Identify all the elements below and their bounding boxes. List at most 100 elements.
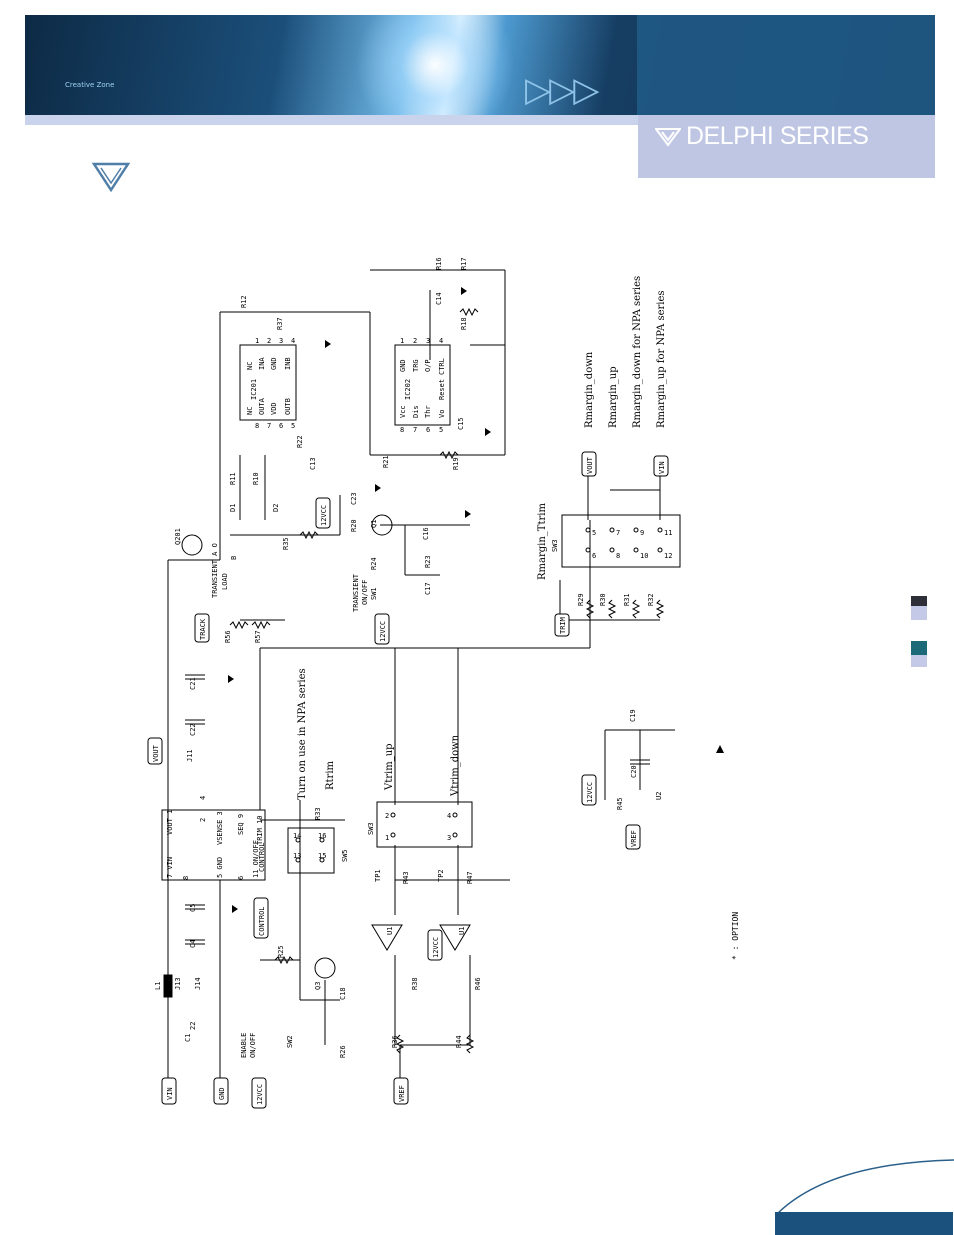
nums-left-2-label: 6	[426, 426, 430, 434]
module-trim-pin: TRIM 10	[256, 815, 264, 845]
nums-left-3-label: 5	[439, 426, 443, 434]
components-r11-label: R11	[229, 472, 237, 485]
nums-right-0-label: 1	[255, 337, 259, 345]
components-c1-label: C1	[184, 1034, 192, 1042]
pins-right-3-label: CTRL	[438, 358, 446, 375]
vin-connector: VIN	[166, 1087, 174, 1100]
components-r56-label: R56	[224, 630, 232, 643]
pins-right-2-label: GND	[270, 357, 278, 370]
nums-left-1-label: 7	[267, 422, 271, 430]
nums-right-3-label: 4	[439, 337, 443, 345]
enable-onoff-label: ON/OFF	[249, 1033, 257, 1058]
rtrim-label: Rtrim	[325, 760, 336, 790]
banner-arrows-icon: ▷▷▷	[525, 70, 599, 110]
nums-left-0-label: 8	[400, 426, 404, 434]
components-c21-label: C21	[189, 677, 197, 690]
vout-right-connector: VOUT	[586, 456, 594, 474]
pins-left-1-label: Dis	[412, 405, 420, 418]
module-seq-pin: SEQ 9	[237, 814, 245, 835]
rmargin-down-label: Rmargin_down	[584, 351, 595, 428]
sw3-right-7-label: 12	[664, 552, 672, 560]
module-onoff-pin: 11 ON/OFF	[252, 840, 260, 878]
components-c18-label: C18	[339, 987, 347, 1000]
components-j13-label: J13	[174, 977, 182, 990]
pins-left-3-label: OUTB	[284, 398, 292, 415]
pins-right-3-label: INB	[284, 357, 292, 370]
banner-glow	[355, 15, 515, 115]
module-pin-2: 2	[199, 818, 207, 822]
pins-left-2-label: Thr	[424, 405, 432, 418]
sw5-0-label: 13	[293, 852, 301, 860]
sw3-right-0-label: 5	[592, 529, 596, 537]
components-c4-label: C4	[189, 940, 197, 948]
side-tab-teal	[911, 641, 927, 655]
footer-bar	[775, 1212, 953, 1235]
transient-onoff-label: TRANSIENT	[352, 573, 360, 612]
sw3-left-2-label: 3	[447, 834, 451, 842]
sw3-left-1-label: 2	[385, 812, 389, 820]
brand-title: DELPHI SERIES	[686, 122, 869, 150]
components-r30-label: R30	[599, 593, 607, 606]
module-pin-4: 4	[199, 796, 207, 800]
brand-box	[638, 115, 935, 178]
module-vout-pin: VOUT 1	[166, 810, 174, 835]
components-sw3-a-label: SW3	[367, 822, 375, 835]
transient-12vcc-connector: 12VCC	[379, 621, 387, 642]
header-stripe	[25, 115, 935, 125]
nums-right-2-label: 3	[426, 337, 430, 345]
transient-load-label: TRANSIENT A O	[211, 543, 219, 598]
rmargin-ttrim-label: Rmargin_Ttrim	[537, 503, 548, 580]
components-j14-label: J14	[194, 977, 202, 990]
components-c22-label: C22	[189, 723, 197, 736]
rmargin-down-npa-label: Rmargin_down for NPA series	[632, 276, 643, 428]
sw5-3-label: 16	[318, 832, 326, 840]
option-note: * : OPTION	[731, 912, 740, 960]
components-c16-label: C16	[422, 527, 430, 540]
components-sw5-label: SW5	[341, 849, 349, 862]
components-l1-label: L1	[154, 982, 162, 990]
pins-right-0-label: GND	[399, 359, 407, 372]
vtrim-up-label: Vtrim_up	[384, 743, 395, 791]
u2-vref-connector: VREF	[630, 830, 638, 847]
header-banner: ▷▷▷ Creative Zone	[25, 15, 935, 115]
nums-left-3-label: 5	[291, 422, 295, 430]
sw3-left-3-label: 4	[447, 812, 451, 820]
side-tab-light	[911, 606, 927, 620]
banner-panel	[637, 15, 935, 115]
track-connector: TRACK	[199, 618, 207, 640]
opamp-12vcc-connector: 12VCC	[432, 937, 440, 958]
sw3-right-1-label: 6	[592, 552, 596, 560]
components-r25-label: R25	[277, 945, 285, 958]
components-c23-label: C23	[350, 492, 358, 505]
rmargin-up-label: Rmargin_up	[608, 366, 619, 428]
components-c14-label: C14	[435, 292, 443, 305]
pins-left-3-label: Vo	[438, 410, 446, 418]
ic201-name: IC201	[250, 379, 258, 400]
nums-right-3-label: 4	[291, 337, 295, 345]
delphi-logo-icon	[655, 128, 681, 147]
components-r36-label: R36	[391, 1035, 399, 1048]
components-u1b-label: U1	[458, 927, 466, 935]
ic202-12vcc-connector: 12VCC	[320, 505, 328, 526]
pins-left-1-label: OUTA	[258, 397, 266, 415]
gnd-connector: GND	[218, 1087, 226, 1100]
enable-label: ENABLE	[240, 1033, 248, 1058]
components-r24-label: R24	[370, 557, 378, 570]
components-r35-label: R35	[282, 537, 290, 550]
sw3-right-2-label: 7	[616, 529, 620, 537]
chevron-down-icon	[92, 162, 130, 193]
components-c17-label: C17	[424, 582, 432, 595]
banner-small-text: Creative Zone	[65, 81, 115, 89]
nums-left-2-label: 6	[279, 422, 283, 430]
components-r19-label: R19	[452, 457, 460, 470]
components-u2-label: U2	[655, 792, 663, 800]
module-gnd-pin: 5 GND	[216, 857, 224, 878]
components-r10-label: R10	[252, 472, 260, 485]
components-r57-label: R57	[254, 630, 262, 643]
components-r46-label: R46	[474, 977, 482, 990]
load-label: LOAD	[221, 573, 229, 590]
control-connector: CONTROL	[258, 906, 266, 936]
pins-right-1-label: INA	[258, 357, 266, 370]
sw3-right-3-label: 8	[616, 552, 620, 560]
